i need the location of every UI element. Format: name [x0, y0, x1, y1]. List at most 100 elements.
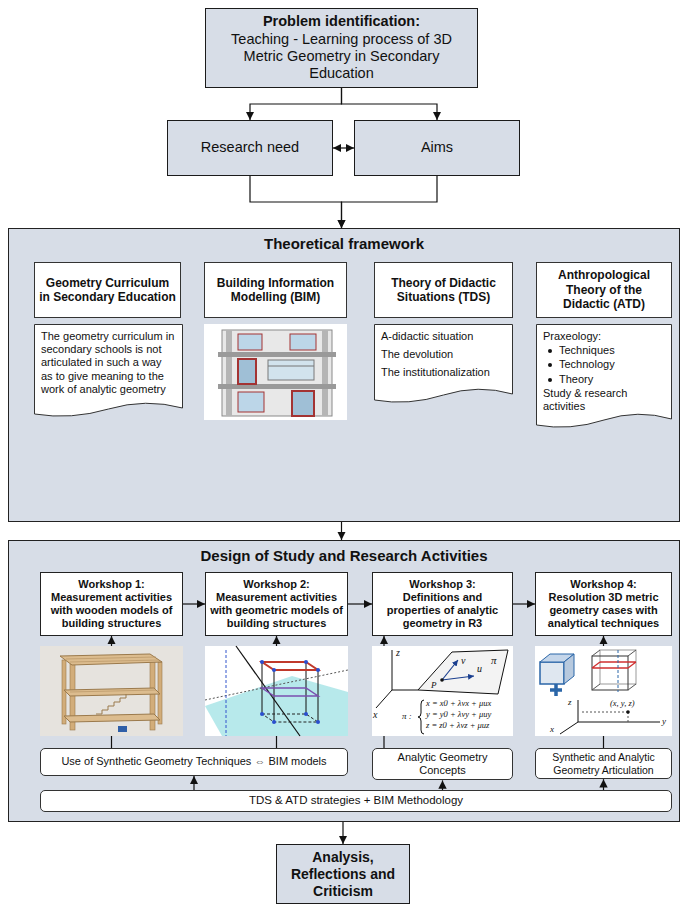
resolution-case-illustration-part: [540, 662, 564, 684]
process-box: Aims: [354, 120, 520, 176]
axis-label: z: [568, 697, 572, 707]
flow-arrow: [333, 147, 354, 148]
bim-building-illustration-part: [238, 359, 256, 384]
concept-box: Use of Synthetic Geometry Techniques ⇔ B…: [40, 748, 348, 776]
bim-building-illustration-part: [268, 366, 314, 367]
geometric-model-illustration-part: [272, 668, 276, 672]
header-box: Theory of Didactic Situations (TDS): [374, 262, 513, 318]
analytic-plane-illustration-part: [418, 700, 424, 734]
resolution-case-illustration-part: [535, 646, 672, 736]
axis-label: π: [491, 654, 497, 667]
box-text: Analytic Geometry Concepts: [379, 751, 506, 777]
wooden-model-photo-part: [64, 688, 160, 696]
analytic-plane-illustration-part: [440, 678, 444, 682]
wooden-model-photo-part: [60, 654, 162, 665]
axis-label: π :: [402, 711, 412, 721]
workshop-box: Workshop 3:Definitions and properties of…: [372, 572, 513, 636]
flow-arrow: [342, 88, 438, 120]
section-panel: Theoretical frameworkGeometry Curriculum…: [8, 228, 680, 522]
bim-building-illustration-part: [322, 330, 328, 416]
resolution-case-illustration-part: [580, 712, 628, 722]
analytic-plane-illustration-part: [442, 676, 474, 680]
bim-building-illustration-part: [238, 334, 262, 350]
box-text: Teaching - Learning process of 3D Metric…: [214, 31, 469, 83]
workshop-box: Workshop 1:Measurement activities with w…: [40, 572, 183, 636]
box-text: Study & research activities: [543, 387, 665, 413]
equation-line: y = y0 + λvy + μuy: [426, 710, 491, 720]
header-box: Geometry Curriculum in Secondary Educati…: [34, 262, 181, 318]
box-text: The geometry curriculum in secondary sch…: [41, 330, 176, 396]
flow-arrow: [341, 522, 342, 540]
bim-building-illustration-part: [222, 330, 332, 416]
box-heading: Workshop 4:: [570, 578, 636, 591]
box-text: A-didactic situation: [381, 330, 506, 343]
document-shape: A-didactic situationThe devolutionThe in…: [374, 324, 513, 406]
box-text: Analysis, Reflections and Criticism: [285, 849, 401, 899]
bim-building-illustration-part: [268, 360, 314, 380]
bim-building-illustration-part: [292, 391, 314, 416]
flow-arrow: [513, 603, 535, 604]
flow-arrow: [342, 822, 343, 844]
process-box: Analysis, Reflections and Criticism: [276, 844, 410, 904]
analytic-plane-illustration: [372, 646, 513, 736]
axis-label: y: [662, 716, 666, 726]
bim-building-illustration-part: [218, 384, 336, 389]
resolution-case-illustration-part: [564, 654, 574, 684]
workshop-box: Workshop 2:Measurement activities with g…: [205, 572, 348, 636]
resolution-case-illustration-part: [592, 662, 636, 668]
box-heading: Problem identification:: [263, 13, 420, 30]
flow-arrow: [442, 780, 443, 790]
flow-arrow: [183, 603, 205, 604]
geometric-model-illustration-part: [262, 662, 318, 670]
box-text: Theory: [543, 373, 665, 386]
box-text: Resolution 3D metric geometry cases with…: [540, 591, 667, 631]
box-text: TDS & ATD strategies + BIM Methodology: [249, 794, 463, 808]
axis-label: x: [373, 709, 377, 721]
box-heading: Workshop 1:: [78, 578, 144, 591]
section-panel: Design of Study and Research ActivitiesW…: [8, 540, 680, 822]
document-shape: Praxeology:TechniquesTechnologyTheoryStu…: [536, 324, 672, 431]
equation-line: x = x0 + λvx + μux: [426, 699, 491, 709]
geometric-model-illustration-part: [260, 660, 264, 664]
box-text: Building Information Modelling (BIM): [209, 276, 342, 305]
box-heading: Workshop 2:: [243, 578, 309, 591]
box-heading: Workshop 3:: [409, 578, 475, 591]
box-text: Technology: [543, 358, 665, 371]
axis-label: P: [431, 680, 437, 690]
flow-arrow: [342, 176, 438, 228]
box-text: The institutionalization: [381, 366, 506, 379]
panel-heading: Theoretical framework: [264, 235, 424, 253]
geometric-model-illustration: [205, 646, 348, 736]
geometric-model-illustration-part: [304, 712, 308, 716]
bim-building-illustration-part: [226, 330, 232, 416]
geometric-model-illustration-part: [205, 646, 348, 736]
box-text: Anthropological Theory of the Didactic (…: [541, 268, 667, 311]
resolution-case-illustration: [535, 646, 672, 736]
analytic-plane-illustration-part: [418, 650, 508, 694]
wooden-model-photo-part: [64, 714, 160, 722]
document-shape: The geometry curriculum in secondary sch…: [34, 324, 183, 420]
resolution-case-illustration-part: [560, 700, 660, 734]
header-box: Anthropological Theory of the Didactic (…: [536, 262, 672, 318]
geometric-model-illustration-part: [272, 720, 276, 724]
concept-box: Analytic Geometry Concepts: [372, 748, 513, 780]
analytic-plane-illustration-part: [372, 646, 513, 736]
resolution-case-illustration-part: [592, 650, 636, 690]
process-box: Research need: [167, 120, 333, 176]
flow-arrow: [250, 88, 342, 120]
analytic-plane-illustration-part: [442, 660, 458, 680]
box-text: The devolution: [381, 348, 506, 361]
geometric-model-illustration-part: [260, 712, 264, 716]
flow-arrow: [250, 176, 342, 228]
document-outline-path: [35, 325, 183, 417]
concept-box: Synthetic and Analytic Geometry Articula…: [535, 748, 672, 779]
axis-label: z: [396, 647, 400, 659]
header-box: Building Information Modelling (BIM): [204, 262, 347, 318]
panel-heading: Design of Study and Research Activities: [200, 547, 487, 565]
axis-label: x: [550, 724, 554, 734]
box-text: Praxeology:: [543, 330, 665, 343]
geometric-model-illustration-part: [262, 714, 318, 722]
resolution-case-illustration-part: [618, 650, 619, 692]
